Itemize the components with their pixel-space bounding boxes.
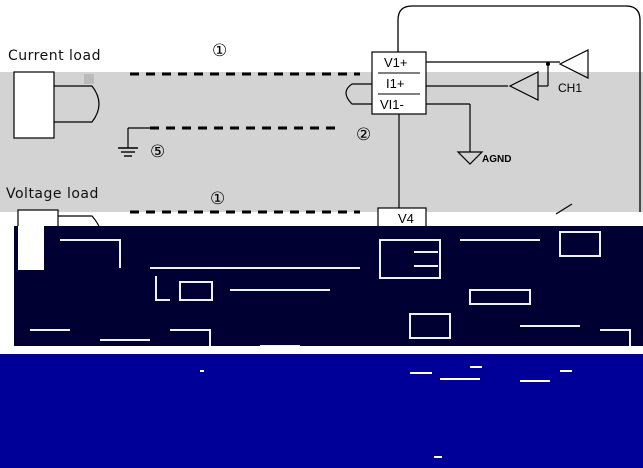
gray-band: [0, 72, 643, 212]
current-load-box: [13, 71, 55, 139]
ch1-label: CH1: [558, 81, 582, 95]
current-load-label: Current load: [8, 48, 101, 64]
noise-dots: [200, 366, 572, 458]
marker-1-top: ①: [212, 41, 227, 61]
buffer-icon-top: [558, 49, 589, 79]
marker-2: ②: [356, 125, 371, 145]
current-load-cable: [54, 85, 100, 123]
dark-overlay: [14, 226, 643, 350]
feedback-wire: [397, 5, 641, 212]
jumper-loop: [345, 83, 372, 105]
agnd-icon: [456, 151, 484, 165]
svg-text:V4: V4: [398, 211, 414, 226]
terminal-vi1-minus: VI1-: [380, 97, 404, 112]
voltage-load-label: Voltage load: [6, 186, 99, 202]
terminal-block: [371, 51, 427, 115]
terminal-v1-plus: V1+: [384, 55, 408, 70]
marker-5: ⑤: [150, 142, 165, 162]
agnd-label: AGND: [482, 154, 511, 165]
corrupted-traces: [30, 231, 631, 347]
cable-tip: [84, 74, 94, 84]
blue-overlay: [0, 350, 643, 468]
terminal-i1-plus: I1+: [386, 76, 404, 91]
marker-1-mid: ①: [210, 189, 225, 209]
